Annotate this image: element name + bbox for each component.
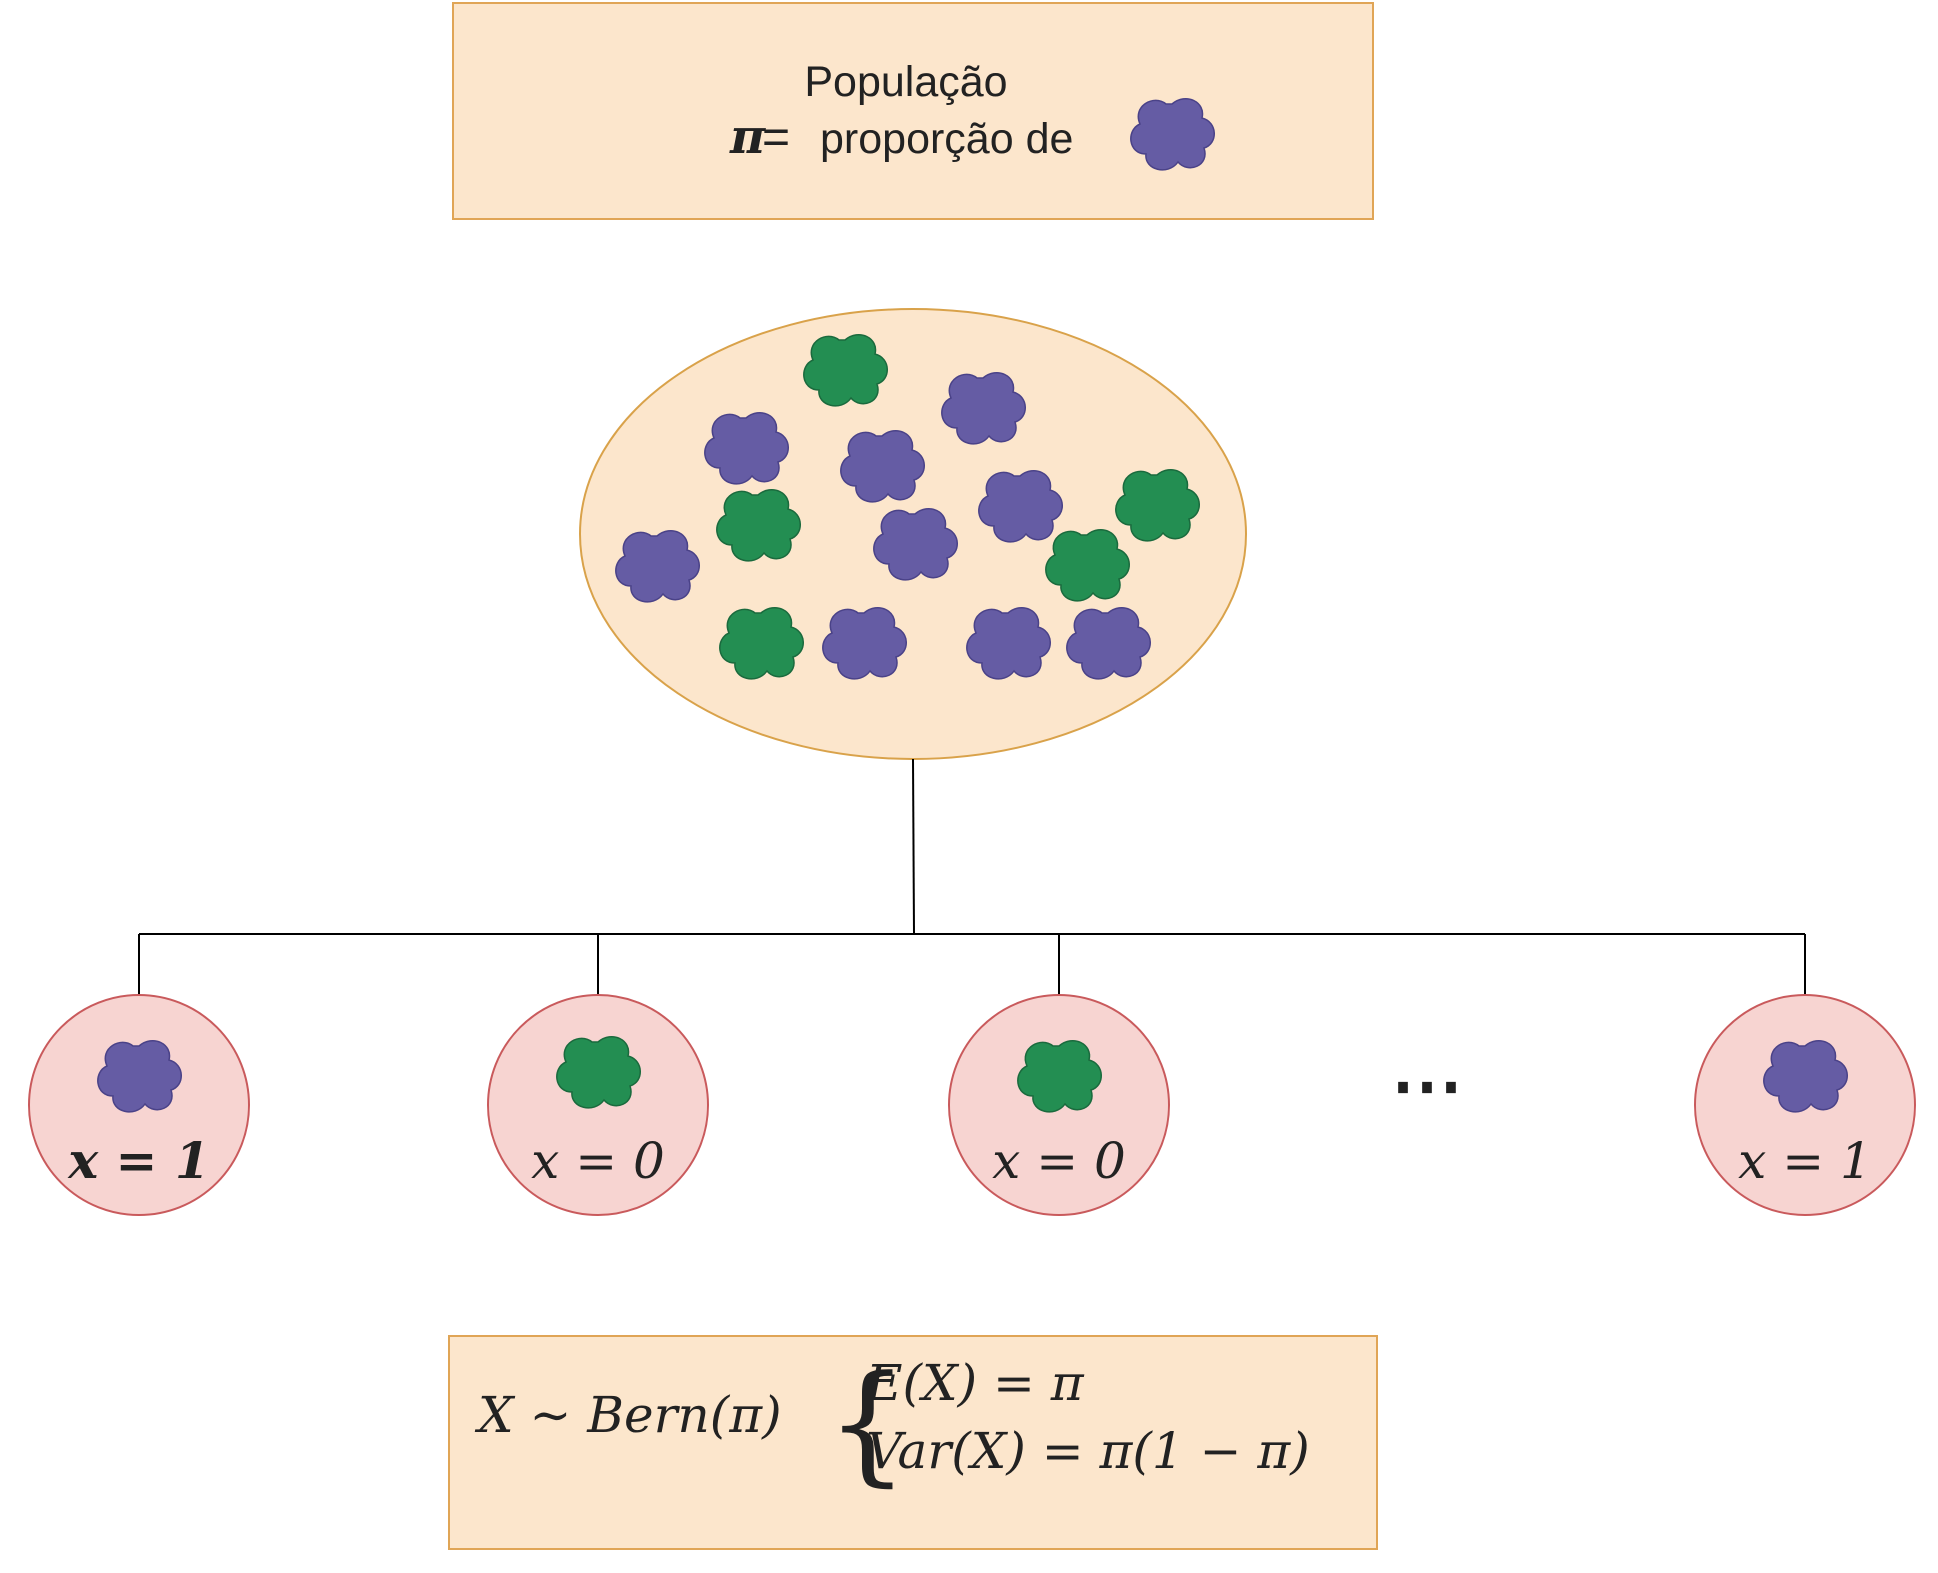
formula-brace: { xyxy=(826,1347,909,1499)
tree-connectors xyxy=(138,758,1806,995)
formula-line-variance: Var(X) = π(1 − π) xyxy=(866,1422,1310,1480)
header-equals: = xyxy=(762,111,790,164)
formula-box-rect xyxy=(448,1335,1378,1550)
population-ellipse-group xyxy=(579,308,1247,760)
formula-box: X ∼ Bern(π) { E(X) = π Var(X) = π(1 − π) xyxy=(448,1335,1378,1550)
sample-circle-3: x = 0 xyxy=(948,994,1170,1216)
sample-label: x = 1 xyxy=(67,1131,209,1190)
sample-label: x = 0 xyxy=(992,1132,1126,1190)
more-samples-ellipsis: ⋯ xyxy=(1391,1046,1463,1126)
sample-circle-1: x = 1 xyxy=(28,994,250,1216)
header-title: População xyxy=(804,58,1007,106)
sample-circle-4: x = 1 xyxy=(1694,994,1916,1216)
header-box-rect xyxy=(452,2,1374,220)
trunk-line xyxy=(912,758,915,935)
sample-label: x = 0 xyxy=(531,1132,665,1190)
formula-lhs: X ∼ Bern(π) xyxy=(474,1386,782,1444)
sample-label: x = 1 xyxy=(1738,1132,1872,1190)
formula-line-mean: E(X) = π xyxy=(865,1354,1085,1412)
header-definition-text: proporção de xyxy=(820,115,1073,163)
header-pi-symbol: π xyxy=(729,109,766,165)
sample-circle-2: x = 0 xyxy=(487,994,709,1216)
population-header-box: População π = proporção de xyxy=(452,2,1374,220)
